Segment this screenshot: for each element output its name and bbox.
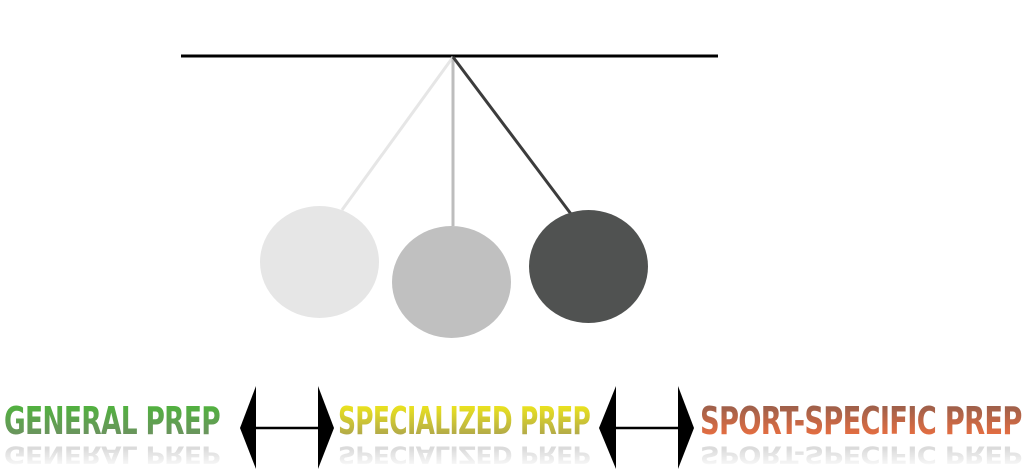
stage-label-specialized-prep-reflection: SPECIALIZED PREP xyxy=(338,440,591,468)
pendulum-light xyxy=(260,56,455,318)
arrowhead-right-icon xyxy=(318,386,334,469)
stage-label-specialized-prep: SPECIALIZED PREP xyxy=(338,399,591,443)
pendulum-medium xyxy=(392,57,511,338)
pendulum-ball-dark xyxy=(529,210,648,323)
pendulum-string-light xyxy=(340,56,455,211)
arrow-group xyxy=(240,386,694,469)
double-headed-arrow-icon xyxy=(240,386,334,469)
stage-label-sport-specific-prep: SPORT-SPECIFIC PREP xyxy=(700,399,1022,443)
stage-label-sport-specific-prep-reflection: SPORT-SPECIFIC PREP xyxy=(700,440,1022,468)
stage-label-general-prep-reflection: GENERAL PREP xyxy=(4,440,220,468)
pendulum-string-dark xyxy=(451,56,573,215)
double-headed-arrow-icon xyxy=(599,386,694,469)
stage-label-general-prep: GENERAL PREP xyxy=(4,399,221,443)
arrowhead-left-icon xyxy=(240,386,256,469)
pendulum-group xyxy=(260,56,648,338)
pendulum-ball-light xyxy=(260,206,379,318)
arrowhead-right-icon xyxy=(678,386,694,469)
pendulum-dark xyxy=(451,56,648,323)
pendulum-ball-medium xyxy=(392,226,511,338)
arrowhead-left-icon xyxy=(599,386,616,469)
